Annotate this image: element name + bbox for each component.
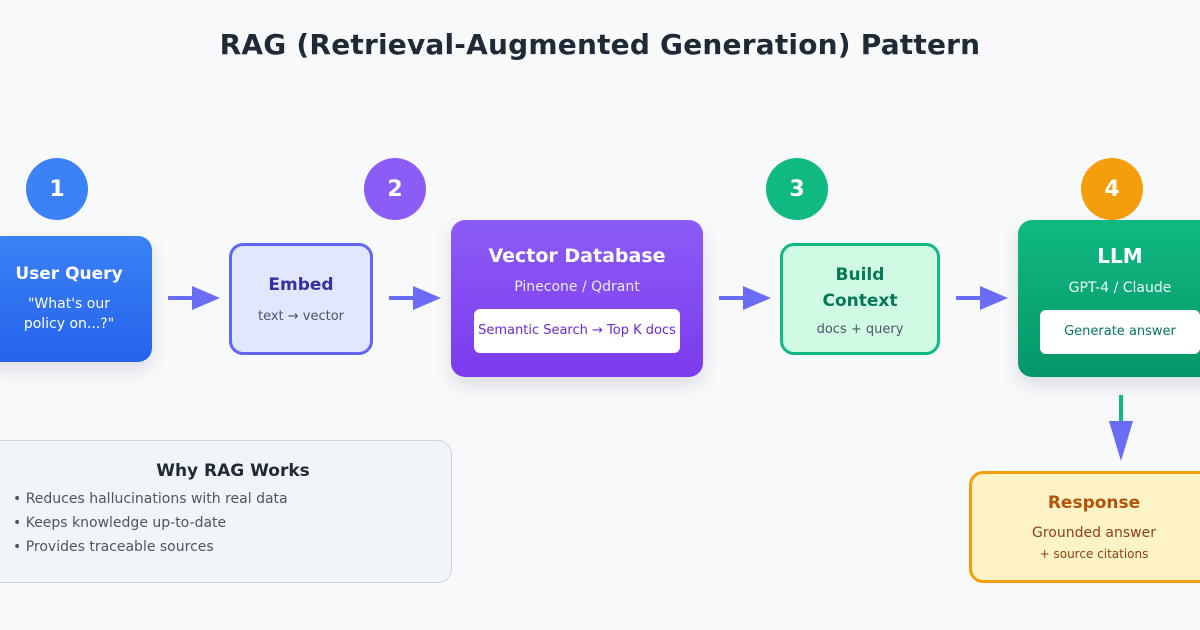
why-rag-works-title: Why RAG Works (156, 461, 310, 481)
vector-database-title: Vector Database (488, 244, 666, 267)
response-title: Response (1047, 493, 1141, 513)
diagram-title: RAG (Retrieval-Augmented Generation) Pat… (219, 28, 981, 61)
user-query-node: User Query "What's our policy on...?" (0, 236, 152, 362)
arrow-query-to-embed (168, 286, 220, 310)
step-3-badge: 3 (766, 158, 828, 220)
response-node: Response Grounded answer + source citati… (969, 471, 1200, 583)
embed-title: Embed (268, 274, 334, 295)
user-query-text-line2: policy on...?" (23, 316, 115, 332)
step-1-badge: 1 (26, 158, 88, 220)
build-context-node: Build Context docs + query (780, 243, 940, 355)
vector-database-node: Vector Database Pinecone / Qdrant Semant… (451, 220, 703, 377)
semantic-search-chip: Semantic Search → Top K docs (474, 308, 680, 353)
embed-node: Embed text → vector (229, 243, 373, 355)
build-context-title-line2: Context (822, 290, 898, 311)
llm-title: LLM (1097, 243, 1143, 268)
response-note: + source citations (1039, 547, 1149, 561)
build-context-subtitle: docs + query (816, 321, 904, 337)
embed-subtitle: text → vector (257, 308, 345, 324)
build-context-title-line1: Build (835, 264, 885, 285)
step-4-badge: 4 (1081, 158, 1143, 220)
why-rag-works-panel: Why RAG Works • Reduces hallucinations w… (0, 440, 452, 583)
generate-answer-chip: Generate answer (1040, 309, 1200, 354)
vector-database-subtitle: Pinecone / Qdrant (514, 278, 640, 295)
why-item: • Keeps knowledge up-to-date (13, 515, 227, 531)
why-item: • Reduces hallucinations with real data (13, 491, 288, 507)
llm-node: LLM GPT-4 / Claude Generate answer (1018, 220, 1200, 377)
arrow-embed-to-vector-db (389, 286, 441, 310)
arrow-context-to-llm (956, 286, 1008, 310)
user-query-title: User Query (15, 264, 123, 284)
user-query-text-line1: "What's our (27, 296, 110, 312)
arrow-vector-db-to-context (719, 286, 771, 310)
arrow-llm-to-response (1109, 395, 1133, 461)
response-subtitle: Grounded answer (1031, 525, 1156, 541)
llm-subtitle: GPT-4 / Claude (1068, 279, 1172, 296)
step-2-badge: 2 (364, 158, 426, 220)
why-item: • Provides traceable sources (13, 539, 214, 555)
